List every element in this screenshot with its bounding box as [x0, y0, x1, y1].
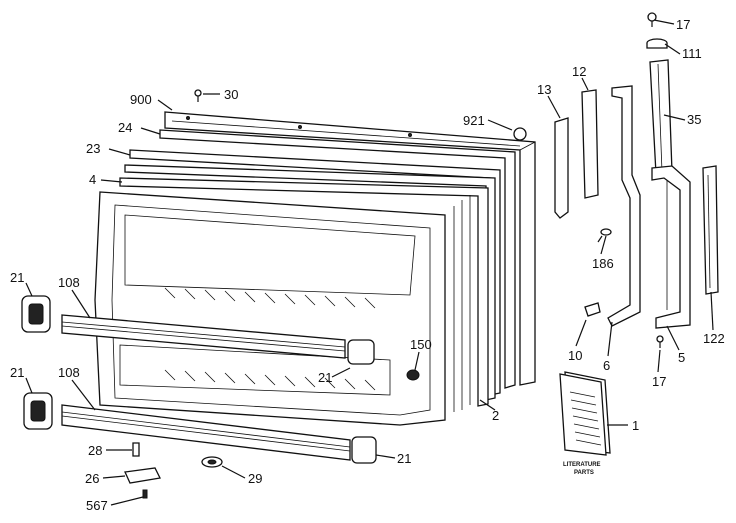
callout-6: 6 [603, 358, 610, 373]
callout-5: 5 [678, 350, 685, 365]
handle-35 [649, 59, 673, 175]
callout-13: 13 [537, 82, 551, 97]
callout-21-shelf-upper: 21 [318, 370, 332, 385]
handle-6 [607, 85, 641, 327]
callout-21-left-upper: 21 [10, 270, 24, 285]
callout-1: 1 [632, 418, 639, 433]
callout-2: 2 [492, 408, 499, 423]
callout-10: 10 [568, 348, 582, 363]
door-hinge-hardware [124, 369, 420, 499]
clip-186 [597, 228, 612, 243]
trim-strip-122 [702, 165, 719, 295]
callout-30: 30 [224, 87, 238, 102]
left-shelf-end-cap-upper [21, 295, 51, 333]
callout-900: 900 [130, 92, 152, 107]
callout-4: 4 [89, 172, 96, 187]
handle-5 [651, 165, 691, 329]
handle-trim-12 [581, 89, 599, 199]
lower-door-shelf-bar [61, 404, 377, 464]
callout-111: 111 [682, 46, 702, 61]
callout-17: 17 [676, 17, 690, 32]
door-gasket-frames [119, 129, 516, 412]
screw-17-top [647, 12, 657, 27]
outer-door-panel [164, 111, 536, 386]
leader-lines [25, 19, 714, 506]
callout-labels: 17 111 30 900 921 13 12 35 24 23 4 186 2… [10, 17, 725, 513]
callout-35: 35 [687, 112, 701, 127]
callout-12: 12 [572, 64, 586, 79]
callout-28: 28 [88, 443, 102, 458]
callout-108-lower: 108 [58, 365, 80, 380]
callout-17-lower: 17 [652, 374, 666, 389]
callout-567: 567 [86, 498, 108, 513]
inner-door-liner [94, 191, 446, 426]
callout-921: 921 [463, 113, 485, 128]
left-shelf-end-cap-lower [23, 392, 53, 430]
callout-29: 29 [248, 471, 262, 486]
callout-122: 122 [703, 331, 725, 346]
clip-10 [584, 302, 601, 317]
callout-150: 150 [410, 337, 432, 352]
literature-label-line2: PARTS [574, 470, 594, 476]
handle-cap-13 [554, 117, 569, 219]
literature-booklet [559, 371, 611, 456]
callout-21-shelf-lower: 21 [397, 451, 411, 466]
literature-label-line1: LITERATURE [563, 462, 601, 468]
screw-17-bottom [656, 335, 664, 348]
callout-186: 186 [592, 256, 614, 271]
callout-23: 23 [86, 141, 100, 156]
screw-30 [194, 89, 202, 102]
callout-26: 26 [85, 471, 99, 486]
callout-21-left-lower: 21 [10, 365, 24, 380]
upper-door-shelf-bar [61, 314, 375, 365]
callout-108-upper: 108 [58, 275, 80, 290]
callout-24: 24 [118, 120, 132, 135]
hinge-cap-111 [646, 38, 668, 49]
